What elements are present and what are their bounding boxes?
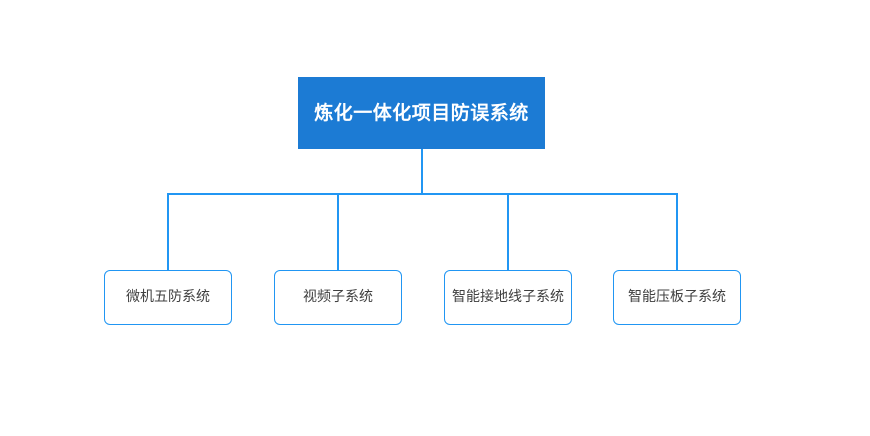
node-root[interactable]: 炼化一体化项目防误系统 [298,77,545,149]
node-root-label: 炼化一体化项目防误系统 [314,101,529,124]
node-child-label: 视频子系统 [303,289,373,306]
node-child-label: 智能接地线子系统 [452,289,564,306]
node-child-label: 智能压板子系统 [628,289,726,306]
node-child-shipin[interactable]: 视频子系统 [274,270,402,325]
node-child-label: 微机五防系统 [126,289,210,306]
node-child-yaban[interactable]: 智能压板子系统 [613,270,741,325]
connector-path-group [167,149,678,270]
node-child-weiji-wufang[interactable]: 微机五防系统 [104,270,232,325]
node-child-jiediXian[interactable]: 智能接地线子系统 [444,270,572,325]
